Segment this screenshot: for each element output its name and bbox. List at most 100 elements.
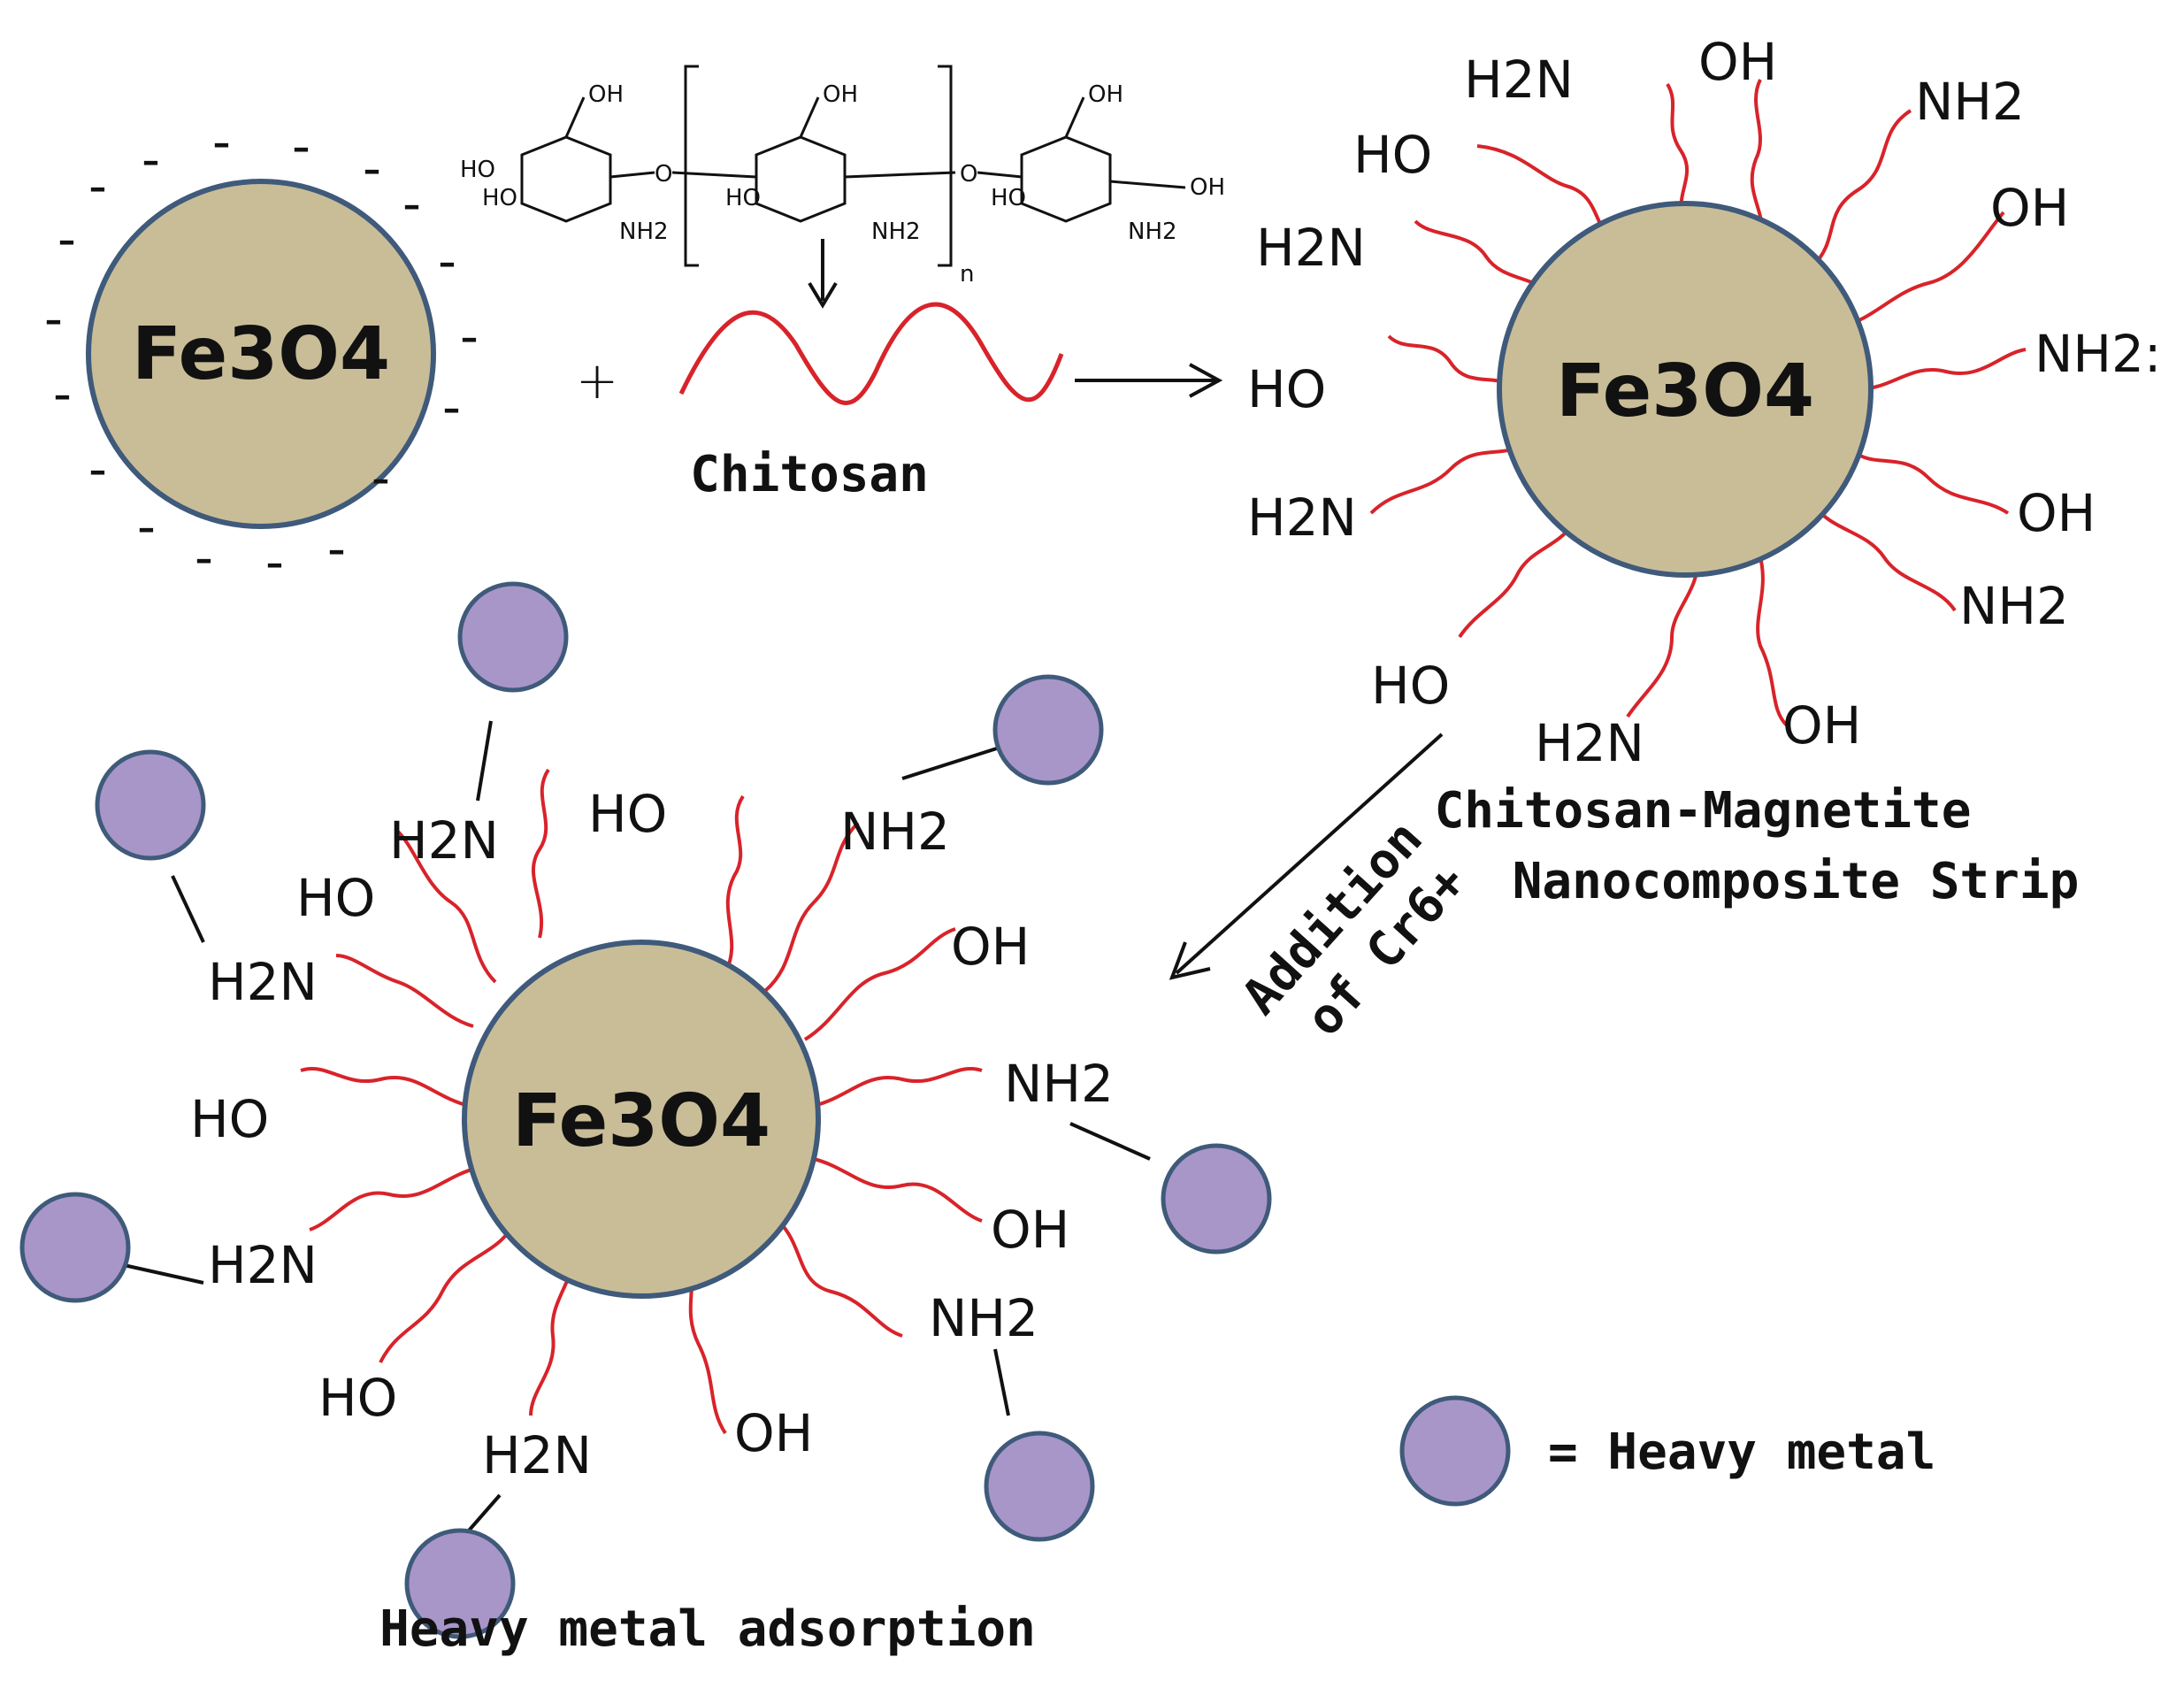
hydroxyl-group: HO bbox=[190, 1089, 269, 1149]
legend-heavy-metal-swatch bbox=[1399, 1395, 1511, 1507]
addition-arrow bbox=[1169, 733, 1444, 980]
nanocomposite-caption-line2: Nanocomposite Strip bbox=[1513, 853, 2080, 910]
chitosan-magnetite-particle: Fe3O4 H2N OH NH2 HO OH H2N NH2: HO H2N O… bbox=[1247, 32, 2161, 910]
hydroxyl-group: OH bbox=[1782, 695, 1861, 756]
atom-label: OH bbox=[588, 81, 624, 108]
negative-charges: - - - - - - - - - - - - - - - - - - bbox=[44, 111, 479, 592]
atom-label: HO bbox=[725, 185, 761, 211]
hydroxyl-group: OH bbox=[2017, 483, 2096, 543]
hydroxyl-group: HO bbox=[1353, 125, 1432, 185]
amine-group: NH2 bbox=[1004, 1054, 1114, 1114]
charge-mark: - bbox=[88, 439, 107, 499]
bond bbox=[609, 171, 655, 179]
charge-mark: - bbox=[137, 496, 156, 556]
amine-group: H2N bbox=[1464, 50, 1574, 110]
glucosamine-ring-2 bbox=[755, 135, 847, 223]
charge-mark: - bbox=[195, 527, 213, 587]
heavy-metal-ion bbox=[404, 1528, 516, 1639]
hydroxyl-group: HO bbox=[318, 1368, 397, 1428]
magnetite-core bbox=[86, 179, 436, 529]
hydroxyl-group: OH bbox=[734, 1403, 813, 1463]
magnetite-core bbox=[462, 940, 821, 1299]
repeat-bracket-right bbox=[938, 65, 953, 267]
bond bbox=[1064, 96, 1085, 138]
charge-mark: - bbox=[460, 306, 479, 366]
chitosan-chain-wave bbox=[678, 302, 1064, 405]
amine-group: H2N bbox=[389, 810, 499, 871]
addition-label: Addition of Cr6+ bbox=[1231, 809, 1477, 1047]
repeat-index: n bbox=[960, 261, 974, 288]
hydroxyl-group: OH bbox=[1990, 178, 2069, 238]
heavy-metal-ion bbox=[1161, 1143, 1272, 1254]
legend: = Heavy metal bbox=[1399, 1395, 1935, 1507]
bond bbox=[844, 171, 956, 179]
core-label: Fe3O4 bbox=[512, 1079, 770, 1163]
bond bbox=[671, 171, 757, 179]
atom-label: O bbox=[960, 161, 977, 188]
chitosan-structure bbox=[520, 65, 1186, 267]
adsorption-caption: Heavy metal adsorption bbox=[379, 1600, 1036, 1658]
atom-label: NH2 bbox=[1128, 219, 1177, 245]
charge-mark: - bbox=[442, 377, 461, 437]
charge-mark: - bbox=[292, 116, 310, 176]
amine-group: NH2 bbox=[1959, 576, 2069, 636]
atom-label: NH2 bbox=[871, 219, 921, 245]
bond bbox=[1109, 180, 1186, 189]
amine-group: H2N bbox=[208, 952, 318, 1012]
hydroxyl-group: HO bbox=[296, 868, 375, 928]
hydroxyl-group: OH bbox=[951, 917, 1030, 977]
bond bbox=[564, 96, 586, 138]
charge-mark: - bbox=[88, 156, 107, 216]
nanocomposite-caption-line1: Chitosan-Magnetite bbox=[1435, 782, 1972, 840]
amine-group: NH2 bbox=[929, 1288, 1038, 1348]
functional-groups: H2N OH NH2 HO OH H2N NH2: HO H2N OH NH2 … bbox=[1247, 32, 2161, 773]
adsorbed-particle: Fe3O4 H2N HO NH2 HO OH H2N NH2 HO H2N OH… bbox=[19, 581, 1272, 1658]
atom-label: HO bbox=[482, 185, 517, 211]
atom-label: HO bbox=[460, 157, 495, 183]
charge-mark: - bbox=[265, 532, 284, 592]
heavy-metal-ions bbox=[19, 581, 1272, 1639]
metal-bonds bbox=[123, 720, 1151, 1532]
plus-sign: + bbox=[576, 350, 619, 410]
chitosan-atom-labels: OH HO HO NH2 O OH HO NH2 O n OH HO NH2 O… bbox=[460, 81, 1225, 288]
hydroxyl-group: HO bbox=[588, 784, 667, 844]
amine-group: NH2: bbox=[2035, 324, 2161, 384]
repeat-bracket-left bbox=[684, 65, 699, 267]
heavy-metal-ion bbox=[992, 674, 1104, 786]
atom-label: NH2 bbox=[619, 219, 669, 245]
heavy-metal-ion bbox=[984, 1431, 1095, 1542]
bond bbox=[799, 96, 820, 138]
atom-label: OH bbox=[1088, 81, 1123, 108]
chitosan-label: Chitosan bbox=[690, 446, 929, 503]
hydroxyl-group: HO bbox=[1371, 656, 1450, 716]
heavy-metal-ion bbox=[457, 581, 569, 693]
atom-label: HO bbox=[991, 185, 1026, 211]
charge-mark: - bbox=[402, 173, 421, 234]
charge-mark: - bbox=[372, 448, 390, 508]
glucosamine-ring-1 bbox=[520, 135, 612, 223]
legend-heavy-metal-label: = Heavy metal bbox=[1548, 1423, 1935, 1481]
amine-group: NH2 bbox=[840, 802, 950, 862]
charge-mark: - bbox=[53, 364, 72, 424]
reaction-arrow bbox=[1075, 363, 1223, 398]
charge-mark: - bbox=[327, 518, 346, 579]
bare-magnetite-particle: Fe3O4 - - - - - - - - - - - - - - - - - … bbox=[44, 111, 479, 592]
charge-mark: - bbox=[142, 129, 160, 189]
charge-mark: - bbox=[212, 111, 231, 172]
hydroxyl-group: OH bbox=[991, 1200, 1069, 1260]
magnetite-core bbox=[1497, 201, 1874, 578]
heavy-metal-ion bbox=[19, 1192, 131, 1303]
charge-mark: - bbox=[363, 138, 381, 198]
amine-group: H2N bbox=[1256, 218, 1366, 278]
down-arrow bbox=[808, 239, 838, 309]
hydroxyl-group: OH bbox=[1698, 32, 1777, 92]
glucosamine-ring-3 bbox=[1020, 135, 1112, 223]
chitosan-chains bbox=[1369, 79, 2027, 727]
charge-mark: - bbox=[438, 231, 456, 291]
amine-group: H2N bbox=[1247, 487, 1357, 548]
core-label: Fe3O4 bbox=[1556, 349, 1814, 434]
core-label: Fe3O4 bbox=[132, 312, 390, 396]
charge-mark: - bbox=[44, 288, 63, 349]
charge-mark: - bbox=[57, 209, 76, 269]
